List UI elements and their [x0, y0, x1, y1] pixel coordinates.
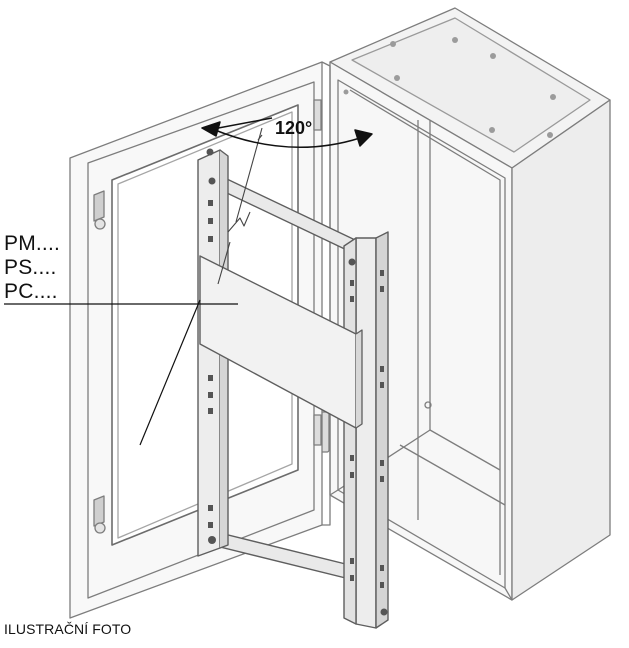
code-label-ps: PS.... — [4, 256, 57, 279]
label-leader — [4, 299, 238, 446]
cover-plate — [199, 255, 363, 429]
rotation-arrow — [201, 117, 373, 148]
angle-label: 120° — [275, 118, 313, 138]
top-plate-screws — [343, 37, 556, 138]
code-label-pc: PC.... — [4, 280, 58, 303]
code-label-pm: PM.... — [4, 232, 61, 255]
frame-slots-left — [206, 148, 216, 544]
illustration-caption: ILUSTRAČNÍ FOTO — [4, 621, 132, 637]
